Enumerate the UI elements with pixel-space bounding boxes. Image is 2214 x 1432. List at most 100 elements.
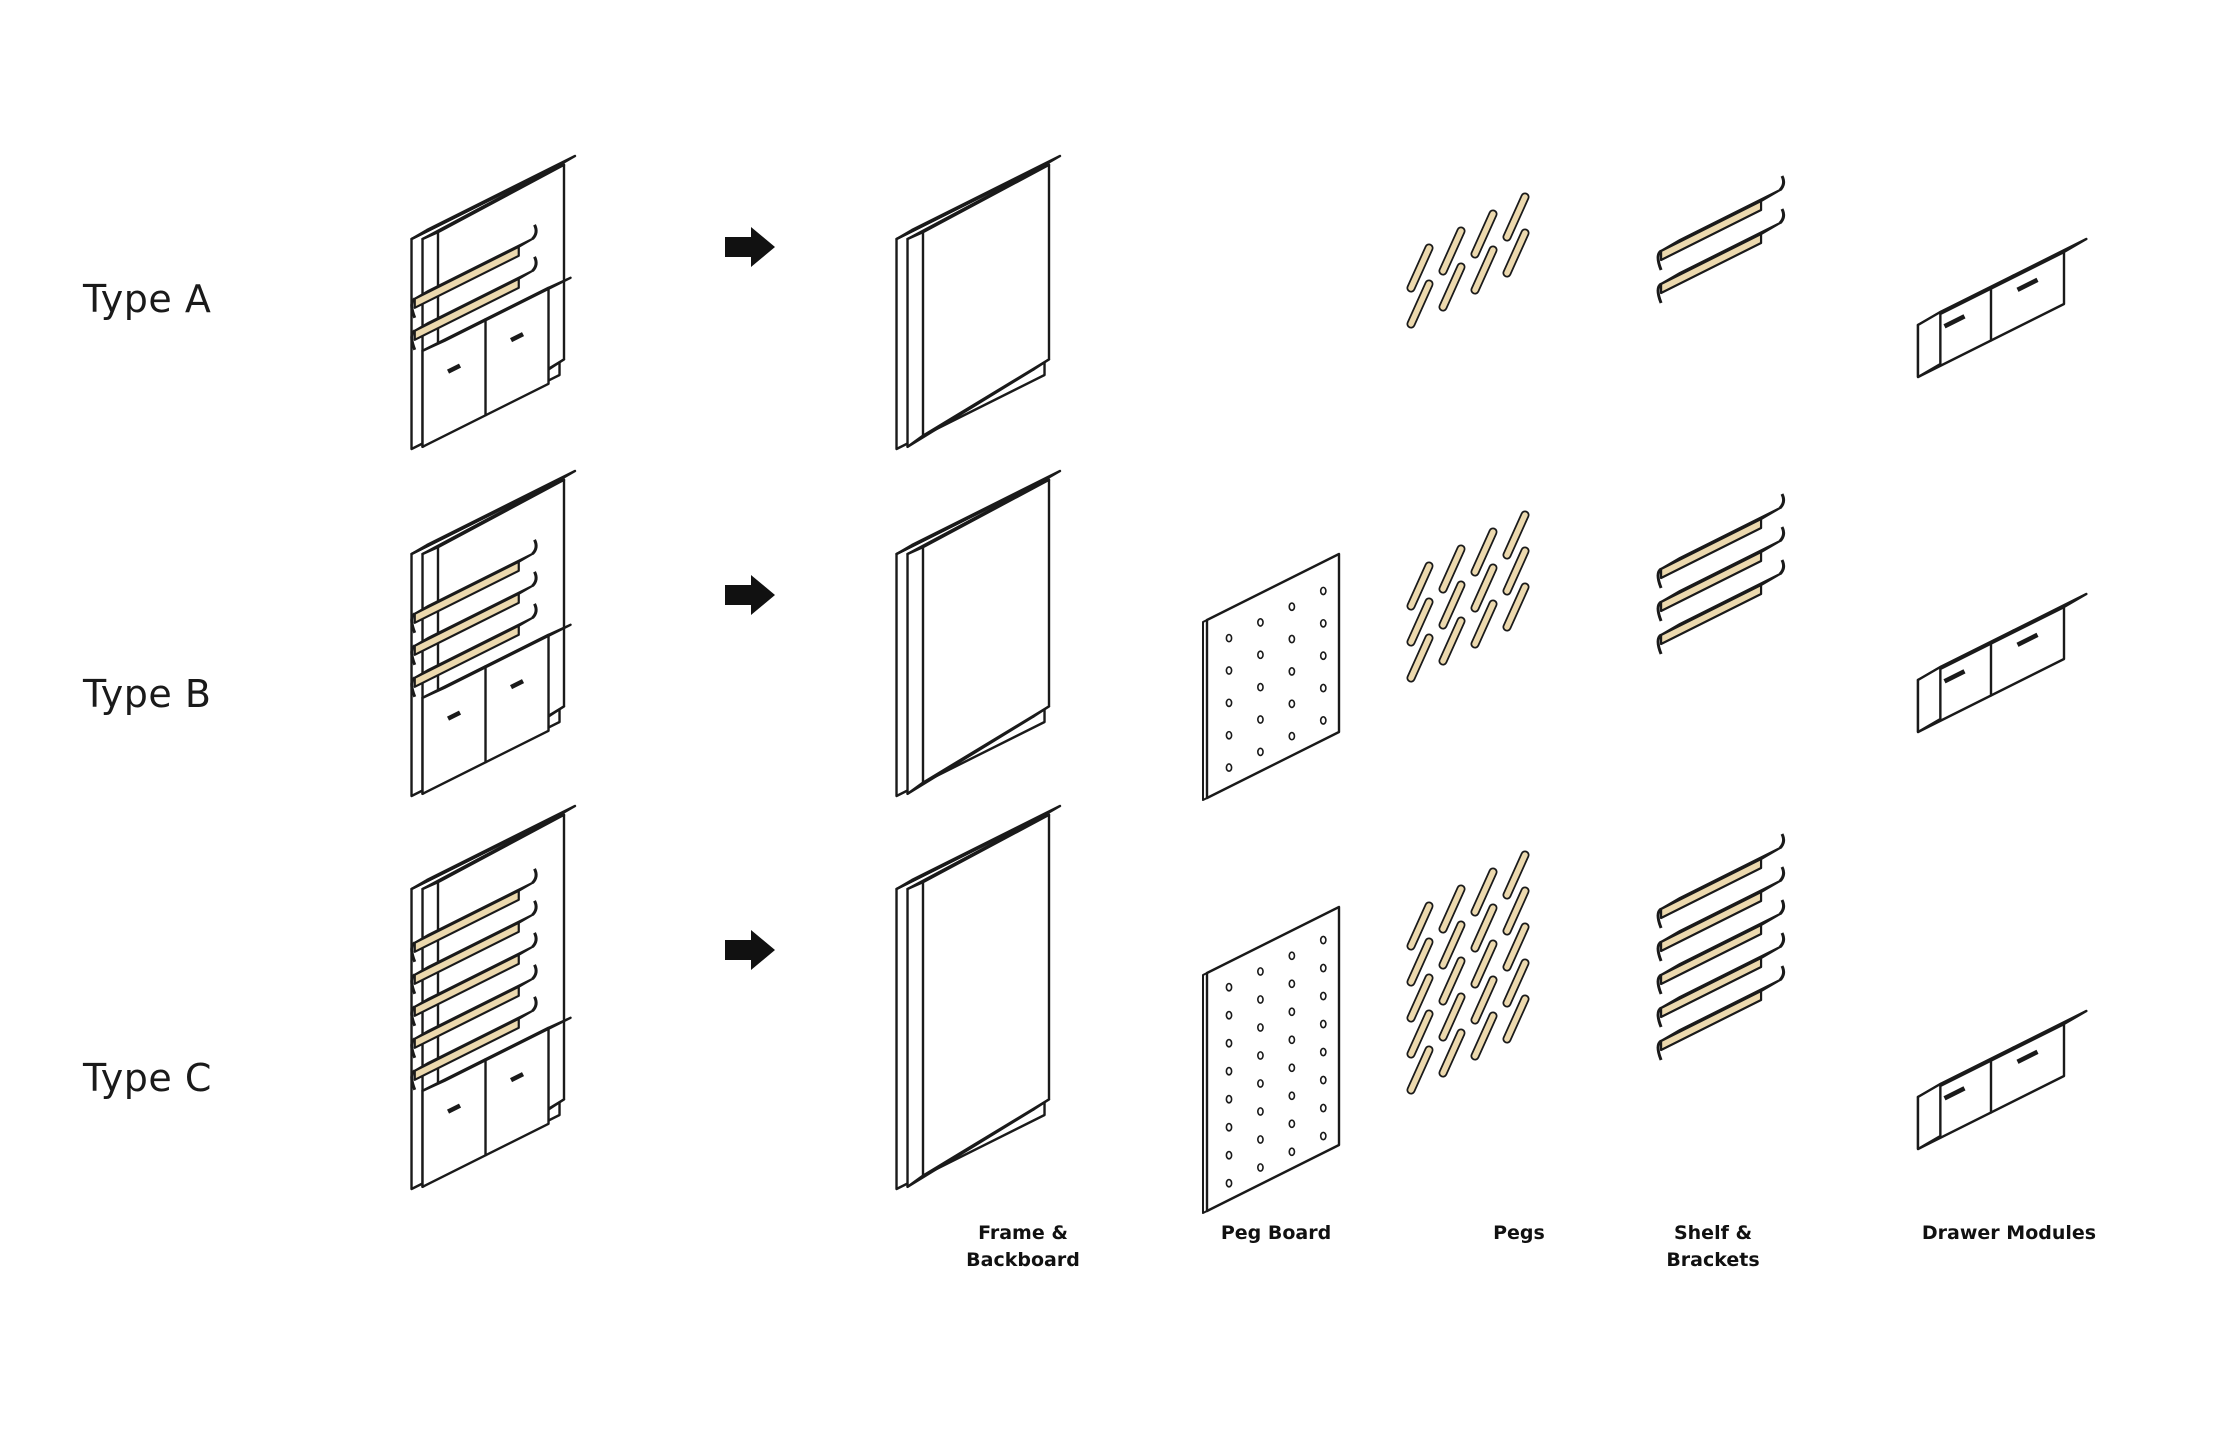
peg-hole xyxy=(1225,666,1233,675)
peg-hole xyxy=(1288,731,1296,741)
shelf-brackets xyxy=(1656,175,1786,304)
drawer-side xyxy=(1916,310,1942,379)
shelf-bracket xyxy=(1778,833,1786,850)
peg-hole xyxy=(1257,618,1264,627)
shelf-bracket xyxy=(1656,907,1663,929)
frame-edge xyxy=(1032,705,1051,718)
shelf xyxy=(1656,932,1786,1028)
shelf xyxy=(410,603,538,698)
shelf-bracket xyxy=(1656,600,1663,622)
drawer-handle xyxy=(2016,277,2039,292)
frame-top xyxy=(410,804,577,891)
backboard xyxy=(921,163,1051,437)
pegs xyxy=(1406,192,1530,329)
column-label-line: Peg Board xyxy=(1220,1222,1332,1244)
peg-hole xyxy=(1257,967,1264,976)
peg xyxy=(1440,922,1464,968)
frame-edge xyxy=(421,230,440,241)
peg-hole xyxy=(1257,715,1264,724)
shelf-edge xyxy=(1659,550,1763,613)
peg-hole xyxy=(1319,1075,1327,1085)
column-label-line: Brackets xyxy=(1666,1249,1760,1271)
column-label-peg-board: Peg Board xyxy=(1166,1220,1386,1247)
peg-hole xyxy=(1288,667,1296,676)
shelf-edge xyxy=(413,985,520,1049)
shelf-bracket xyxy=(1656,633,1663,655)
shelf-bracket xyxy=(531,539,538,555)
peg xyxy=(1440,994,1464,1040)
peg xyxy=(1472,601,1496,647)
shelf xyxy=(1656,899,1786,995)
shelf xyxy=(410,224,538,319)
peg-hole xyxy=(1319,1019,1327,1029)
peg-hole xyxy=(1257,995,1264,1004)
drawer-handle xyxy=(510,332,525,343)
peg-hole xyxy=(1288,699,1296,709)
peg xyxy=(1472,211,1496,257)
pegs xyxy=(1406,510,1530,683)
peg-hole xyxy=(1319,586,1327,596)
shelf xyxy=(410,539,538,634)
type-c-label: Type C xyxy=(83,1056,212,1100)
drawer-top xyxy=(421,276,572,352)
drawer-divider xyxy=(1989,629,2015,645)
peg xyxy=(1408,1047,1432,1093)
shelf-bracket xyxy=(1656,940,1663,962)
row-1 xyxy=(410,154,2088,451)
backboard xyxy=(921,478,1051,784)
peg xyxy=(1440,618,1464,664)
assembled-unit xyxy=(410,469,577,798)
peg xyxy=(1504,888,1528,934)
column-label-frame-backboard: Frame & Backboard xyxy=(913,1220,1133,1274)
peg-hole xyxy=(1257,650,1264,660)
frame-top xyxy=(410,469,577,556)
column-label-line: Pegs xyxy=(1493,1222,1545,1244)
shelf-bracket xyxy=(531,964,538,980)
shelf-edge xyxy=(1659,956,1763,1019)
peg xyxy=(1472,977,1496,1023)
frame-top xyxy=(895,804,1062,891)
peg-hole xyxy=(1319,1131,1327,1141)
frame-edge xyxy=(421,881,440,891)
shelf-bracket xyxy=(410,973,417,995)
shelf-bracket xyxy=(531,571,538,587)
shelf-bracket xyxy=(1778,932,1786,949)
arrow-icon xyxy=(725,930,775,970)
shelf-edge xyxy=(1659,923,1763,986)
shelf-bracket xyxy=(1656,567,1663,589)
assembled-shelves xyxy=(410,868,538,1091)
shelf-bracket xyxy=(410,644,417,666)
assembled-shelves xyxy=(410,224,538,351)
column-label-pegs: Pegs xyxy=(1409,1220,1629,1247)
peg-hole xyxy=(1288,1035,1296,1045)
peg xyxy=(1408,281,1432,327)
peg-hole xyxy=(1225,730,1233,740)
frame-edge xyxy=(906,781,925,795)
shelf-edge xyxy=(1659,890,1763,953)
shelf-edge xyxy=(413,953,520,1017)
assembled-shelves xyxy=(410,539,538,698)
peg xyxy=(1504,584,1528,630)
shelf xyxy=(1656,493,1786,589)
frame-edge xyxy=(547,163,566,173)
peg-hole xyxy=(1288,1063,1296,1073)
row-3 xyxy=(410,804,2088,1214)
shelf-edge xyxy=(413,592,520,656)
peg-hole xyxy=(1257,1135,1264,1144)
frame-edge xyxy=(1032,163,1051,173)
arrow-icon xyxy=(725,575,775,615)
peg-hole xyxy=(1319,651,1327,661)
peg xyxy=(1504,924,1528,970)
column-label-line: Backboard xyxy=(966,1249,1080,1271)
peg-hole xyxy=(1257,747,1264,757)
frame-edge xyxy=(547,478,566,488)
shelf xyxy=(1656,175,1786,271)
frame-edge xyxy=(906,1174,925,1189)
drawer-top xyxy=(421,1016,572,1093)
peg xyxy=(1408,599,1432,645)
shelf xyxy=(410,256,538,351)
peg-hole xyxy=(1319,1047,1327,1057)
peg-board-face xyxy=(1205,905,1341,1213)
